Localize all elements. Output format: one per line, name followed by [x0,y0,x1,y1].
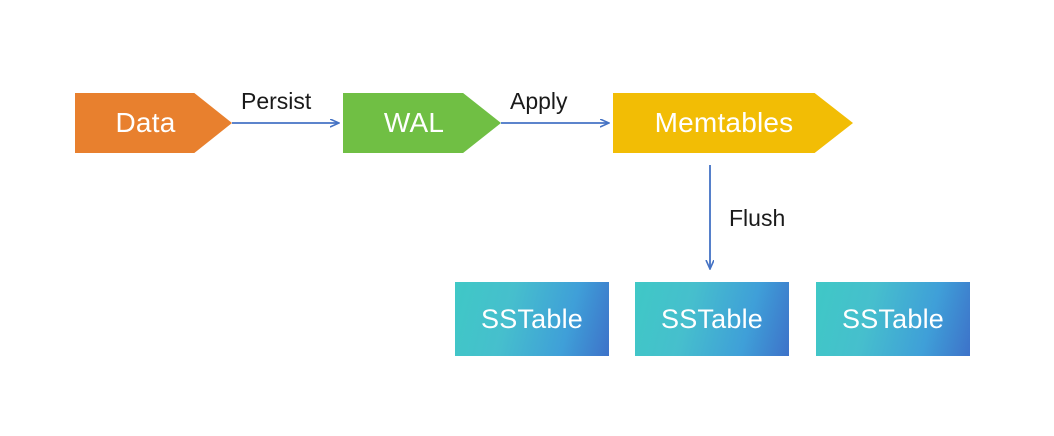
node-sstable-2[interactable]: SSTable [635,282,789,356]
node-sstable-2-label: SSTable [661,303,763,334]
node-memtables-label: Memtables [654,107,794,138]
edge-label-flush: Flush [729,205,786,231]
node-memtables[interactable]: Memtables [613,93,853,153]
edge-label-persist: Persist [241,88,312,114]
node-sstable-3[interactable]: SSTable [816,282,970,356]
node-wal[interactable]: WAL [343,93,501,153]
edge-label-apply: Apply [510,88,568,114]
node-sstable-1[interactable]: SSTable [455,282,609,356]
node-wal-label: WAL [383,107,445,138]
node-sstable-1-label: SSTable [481,303,583,334]
node-sstable-3-label: SSTable [842,303,944,334]
node-data-label: Data [115,107,176,138]
node-data[interactable]: Data [75,93,232,153]
